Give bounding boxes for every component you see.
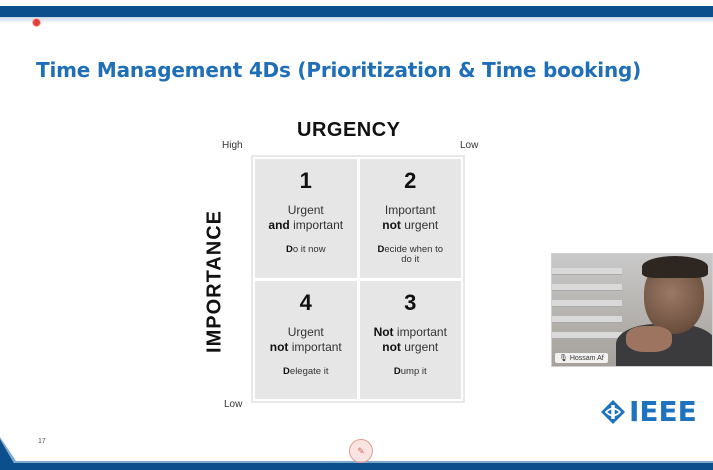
ieee-diamond-icon bbox=[601, 400, 625, 424]
window-blind bbox=[552, 300, 622, 307]
ieee-logo: IEEE bbox=[600, 398, 697, 426]
quadrant-line2-rest: urgent bbox=[400, 339, 439, 354]
quadrant-action: Delegate it bbox=[271, 365, 341, 377]
window-blind bbox=[552, 316, 622, 323]
presenter-pointer-icon[interactable]: ✎ bbox=[349, 439, 373, 463]
window-blind bbox=[552, 284, 622, 291]
quadrant-line2-bold: and bbox=[268, 218, 290, 232]
quadrant-line1: Urgent bbox=[287, 324, 324, 339]
quadrant-line1: Not important bbox=[374, 325, 447, 340]
quadrant-decide: 2 Important not urgent Decide when to do… bbox=[359, 159, 461, 278]
quadrant-action-bold: D bbox=[393, 365, 401, 377]
window-blind bbox=[552, 268, 622, 275]
quadrant-line2: and important bbox=[268, 218, 343, 233]
quadrant-line2: not urgent bbox=[382, 218, 438, 233]
quadrant-line2-bold: not bbox=[382, 339, 401, 354]
recording-indicator-icon bbox=[32, 18, 41, 27]
slide-title: Time Management 4Ds (Prioritization & Ti… bbox=[36, 58, 642, 82]
quadrant-action-rest: ecide when to do it bbox=[384, 244, 443, 265]
low-urgency-label: Low bbox=[460, 140, 479, 151]
quadrant-action: Dump it bbox=[375, 365, 445, 377]
priority-matrix: 1 Urgent and important Do it now 2 Impor… bbox=[251, 155, 465, 403]
quadrant-line2: not important bbox=[270, 340, 342, 355]
slide-number: 17 bbox=[38, 438, 46, 445]
quadrant-line2: not urgent bbox=[382, 340, 438, 355]
slide-bottom-decoration bbox=[0, 437, 713, 470]
quadrant-action: Do it now bbox=[271, 245, 341, 255]
quadrant-line2-bold: not bbox=[382, 218, 401, 232]
quadrant-line1: Urgent bbox=[287, 203, 324, 217]
low-importance-label: Low bbox=[224, 399, 243, 410]
muted-mic-icon: 🎙︎ bbox=[559, 355, 568, 362]
ieee-logo-text: IEEE bbox=[629, 395, 697, 428]
urgency-axis-label: URGENCY bbox=[297, 119, 401, 141]
webcam-video-tile[interactable]: 🎙︎ Hossam Af bbox=[551, 253, 713, 367]
participant-hand bbox=[626, 326, 672, 352]
quadrant-delegate: 4 Urgent not important Delegate it bbox=[255, 280, 357, 399]
quadrant-number: 2 bbox=[404, 168, 417, 193]
quadrant-action-bold: D bbox=[283, 365, 290, 377]
quadrant-action: Decide when to do it bbox=[375, 245, 445, 265]
quadrant-action-rest: ump it bbox=[400, 365, 427, 377]
quadrant-action-bold: D bbox=[285, 244, 293, 255]
quadrant-line1: Important bbox=[384, 203, 436, 217]
quadrant-line2-rest: urgent bbox=[400, 218, 439, 232]
quadrant-line2-bold: not bbox=[269, 339, 289, 354]
high-label: High bbox=[222, 140, 243, 151]
quadrant-number: 1 bbox=[299, 168, 312, 193]
participant-hair bbox=[642, 256, 708, 278]
quadrant-number: 3 bbox=[404, 289, 417, 315]
quadrant-do: 1 Urgent and important Do it now bbox=[255, 159, 357, 278]
importance-axis-label: IMPORTANCE bbox=[203, 210, 226, 353]
quadrant-action-rest: o it now bbox=[292, 244, 326, 255]
participant-name: Hossam Af bbox=[569, 355, 604, 362]
participant-name-label: 🎙︎ Hossam Af bbox=[555, 353, 608, 363]
quadrant-action-bold: D bbox=[377, 244, 385, 255]
window-blind bbox=[552, 332, 622, 339]
quadrant-action-rest: elegate it bbox=[289, 365, 329, 377]
quadrant-line1-rest: important bbox=[393, 324, 447, 339]
quadrant-line2-rest: important bbox=[288, 339, 342, 354]
quadrant-number: 4 bbox=[299, 289, 312, 315]
quadrant-dump: 3 Not important not urgent Dump it bbox=[359, 280, 461, 399]
slide-top-bar bbox=[0, 0, 713, 22]
quadrant-line1-bold: Not bbox=[373, 324, 394, 339]
quadrant-line2-rest: important bbox=[289, 218, 344, 232]
